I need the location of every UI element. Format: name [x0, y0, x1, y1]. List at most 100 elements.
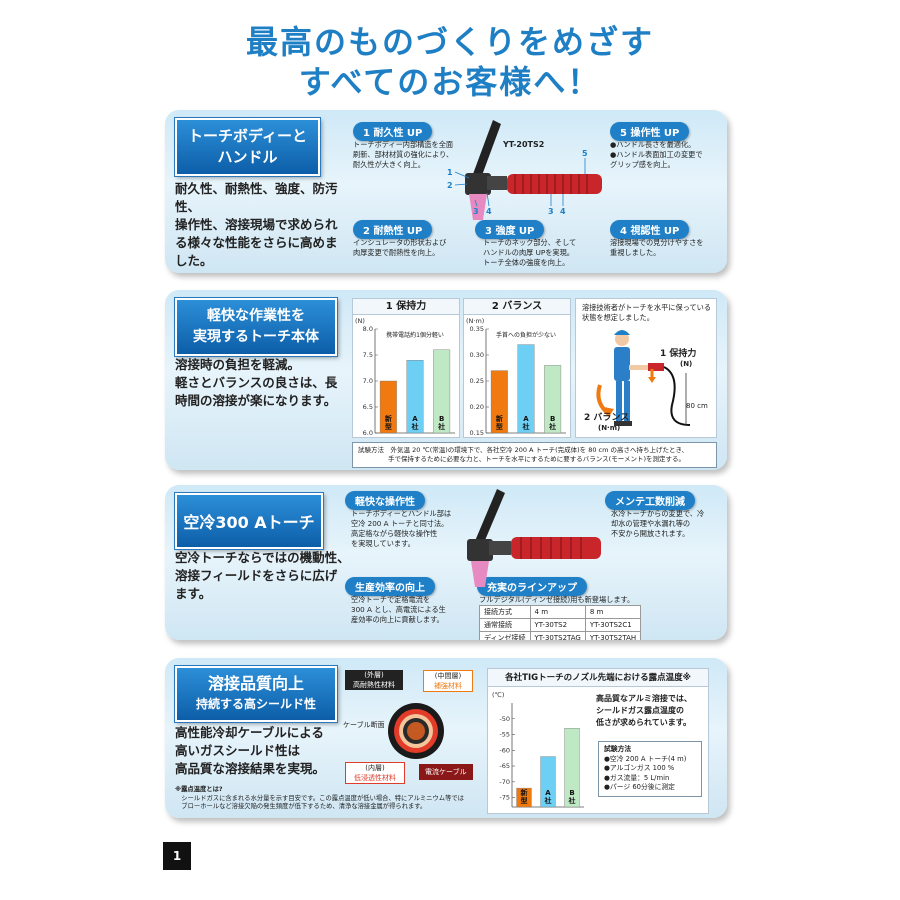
section3-description: 空冷トーチならではの機動性、 溶接フィールドをさらに広げ ます。 [175, 549, 350, 603]
axis-unit: (℃) [492, 691, 504, 699]
torch-image: 1 2 3 4 3 4 5 [447, 120, 602, 220]
s1-desc-line: した。 [175, 253, 213, 268]
callout-3b: 3 [548, 207, 554, 216]
dew-chart-title: 各社TIGトーチのノズル先端における露点温度※ [488, 669, 708, 687]
s1-f3-line: トーチのネック部分、そして [483, 238, 577, 247]
air-cooled-torch-image [467, 489, 601, 587]
bar-label: 社 [568, 796, 576, 805]
feature-strength-text: トーチのネック部分、そして ハンドルの肉厚 UPを実現。 トーチ全体の強度を向上… [483, 238, 576, 268]
section3-title-text: 空冷300 Aトーチ [183, 513, 315, 532]
s3-desc-line: ます。 [175, 586, 212, 601]
section4-description: 高性能冷却ケーブルによる 高いガスシールド性は 高品質な溶接結果を実現。 [175, 724, 345, 778]
condition-item: ●アルゴンガス 100 % [604, 764, 675, 772]
s4-desc-line: 高性能冷却ケーブルによる [175, 725, 324, 740]
bar-label: 社 [544, 796, 552, 805]
callout-1: 1 [447, 168, 453, 177]
bar-0 [490, 370, 508, 434]
feature-strength: 3 強度 UP [475, 220, 545, 239]
table-header-cell: 8 m [584, 605, 642, 619]
fig-label1: 1 保持力 [660, 349, 697, 359]
axis-unit: (N) [355, 317, 365, 325]
s1-desc-line: 耐久性、耐熱性、強度、防汚性、 [175, 181, 338, 214]
cable-section-label: ケーブル断面 [343, 721, 385, 729]
axis-unit: (N·m) [466, 317, 484, 325]
bar-label: 社 [548, 422, 556, 431]
section2-title-line1: 軽快な作業性を [207, 308, 305, 324]
fig-label2: 2 バランス [584, 413, 630, 423]
y-tick-label: 6.0 [363, 429, 373, 437]
section1-description: 耐久性、耐熱性、強度、防汚性、 操作性、溶接現場で求められ る様々な性能をさらに… [175, 180, 345, 270]
table-cell: 通常接続 [479, 618, 531, 632]
method-line: 手で保持するために必要な力と、トーチを水平にするために要するバランス(モーメント… [388, 455, 685, 463]
s4-desc-line: 高いガスシールド性は [175, 743, 301, 758]
cable-inner-mat: 低浸透性材料 [354, 774, 396, 782]
s1-f1-line: 刷新、部材材質の強化により、 [353, 150, 454, 159]
table-header-row: 接続方式 4 m 8 m [479, 605, 642, 619]
chart-annotation: 手首への負担が少ない [496, 331, 556, 339]
y-tick-label: -70 [499, 778, 510, 786]
fig-caption-line: 状態を想定しました。 [582, 313, 654, 322]
feature-visibility: 4 視認性 UP [610, 220, 690, 239]
section4-title-line2: 持続する高シールド性 [195, 697, 316, 711]
method-line: 試験方法 外気温 20 ℃(常温)の環境下で、各社空冷 200 A トーチ(完成… [358, 446, 689, 454]
footnote: ※露点温度とは? シールドガスに含まれる水分量を示す目安です。この露点温度が低い… [175, 786, 464, 812]
page-headline: 最高のものづくりをめざす すべてのお客様へ！ [0, 22, 900, 102]
s3-f3-line: 300 A とし、高電流による生 [351, 605, 446, 614]
s2-desc-line: 溶接時の負担を軽減。 [175, 357, 301, 372]
y-tick-label: 8.0 [363, 325, 373, 333]
s3-f1-line: を実現しています。 [351, 539, 415, 548]
fig-caption-line: 溶接技術者がトーチを水平に保っている [582, 303, 712, 312]
bar-label: 型 [385, 422, 392, 431]
section-torch-body: トーチボディーと ハンドル 耐久性、耐熱性、強度、防汚性、 操作性、溶接現場で求… [165, 110, 727, 273]
s4-desc-line: 高品質な溶接結果を実現。 [175, 761, 326, 776]
section2-title: 軽快な作業性を 実現するトーチ本体 [175, 298, 337, 356]
table-row: ディンゼ接続 YT-30TS2TAG YT-30TS2TAH [479, 631, 642, 640]
s3-f1-line: 高定格ながら軽快な操作性 [351, 529, 438, 538]
dew-desc-line: 高品質なアルミ溶接では、 [596, 694, 692, 703]
lineup-table: 接続方式 4 m 8 m 通常接続 YT-30TS2 YT-30TS2C1 ディ… [479, 605, 642, 640]
section-air-cooled: 空冷300 Aトーチ 空冷トーチならではの機動性、 溶接フィールドをさらに広げ … [165, 485, 727, 640]
s1-desc-line: る様々な性能をさらに高めま [175, 235, 338, 250]
s1-f1-line: トーチボディー内部構造を全面 [353, 140, 454, 149]
chart2-title: 2 バランス [464, 299, 570, 315]
cable-current-label: 電流ケーブル [419, 764, 473, 780]
bar-2 [433, 349, 451, 434]
condition-item: ●ガス流量：5 L/min [604, 773, 670, 782]
model-name: YT-20TS2 [503, 140, 545, 149]
bar-label: 新 [521, 788, 528, 797]
bar-label: 新 [496, 414, 503, 423]
y-tick-label: -55 [499, 731, 510, 739]
s3-f1-line: トーチボディーとハンドル部は [351, 509, 452, 518]
feature-durability-text: トーチボディー内部構造を全面 刷新、部材材質の強化により、 耐久性が大きく向上。 [353, 140, 453, 170]
y-tick-label: -75 [499, 794, 510, 802]
dew-conditions: 試験方法 ●空冷 200 A トーチ(4 m) ●アルゴンガス 100 % ●ガ… [598, 741, 702, 797]
bar-0 [379, 380, 397, 434]
feature-productivity: 生産効率の向上 [345, 577, 435, 596]
table-row: 通常接続 YT-30TS2 YT-30TS2C1 [479, 618, 642, 632]
callout-2: 2 [447, 181, 453, 190]
headline-line2: すべてのお客様へ！ [298, 63, 602, 101]
conditions-title: 試験方法 [604, 745, 632, 753]
feature-productivity-text: 空冷トーチで定格電流を 300 A とし、高電流による生 産効率の向上に貢献しま… [351, 595, 446, 625]
feature-heat-resistance: 2 耐熱性 UP [353, 220, 433, 239]
s3-f3-line: 産効率の向上に貢献します。 [351, 615, 444, 624]
chart1-title: 1 保持力 [353, 299, 459, 315]
feature-maintenance-text: 水冷トーチからの変更で、冷 却水の管理や水漏れ等の 不安から開放されます。 [611, 509, 704, 539]
callout-4b: 4 [560, 207, 566, 216]
bar-label: B [550, 415, 555, 423]
table-cell: YT-30TS2TAG [529, 631, 586, 640]
bar-1 [517, 344, 535, 434]
s1-f3-line: トーチ全体の強度を向上。 [483, 258, 570, 267]
bar-1 [406, 360, 424, 434]
table-cell: YT-30TS2C1 [584, 618, 642, 632]
cable-outer-mat: 高耐熱性材料 [353, 681, 395, 689]
dew-point-panel: 各社TIGトーチのノズル先端における露点温度※ (℃)-50-55-60-65-… [487, 668, 709, 814]
s1-f5-line: ●ハンドル長さを最適化。 [610, 140, 696, 149]
table-cell: ディンゼ接続 [479, 631, 531, 640]
figure-distance: 80 cm [686, 402, 708, 410]
s1-f3-line: ハンドルの肉厚 UPを実現。 [483, 248, 574, 257]
